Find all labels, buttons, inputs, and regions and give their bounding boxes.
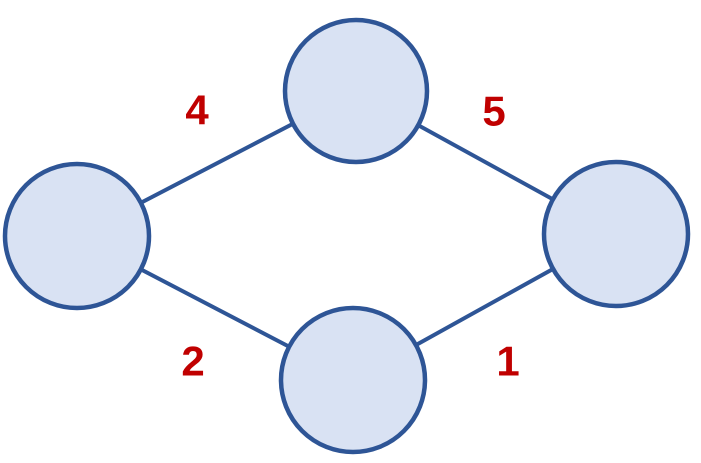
node-right	[541, 159, 691, 309]
node-left	[2, 161, 152, 311]
node-bottom	[278, 305, 428, 455]
edge-weight-label-left-top: 4	[185, 87, 209, 134]
edge-weight-label-left-bottom: 2	[181, 338, 204, 385]
edge-weight-label-bottom-right: 1	[496, 338, 519, 385]
node-top	[282, 17, 430, 165]
edge-weight-label-top-right: 5	[482, 88, 505, 135]
